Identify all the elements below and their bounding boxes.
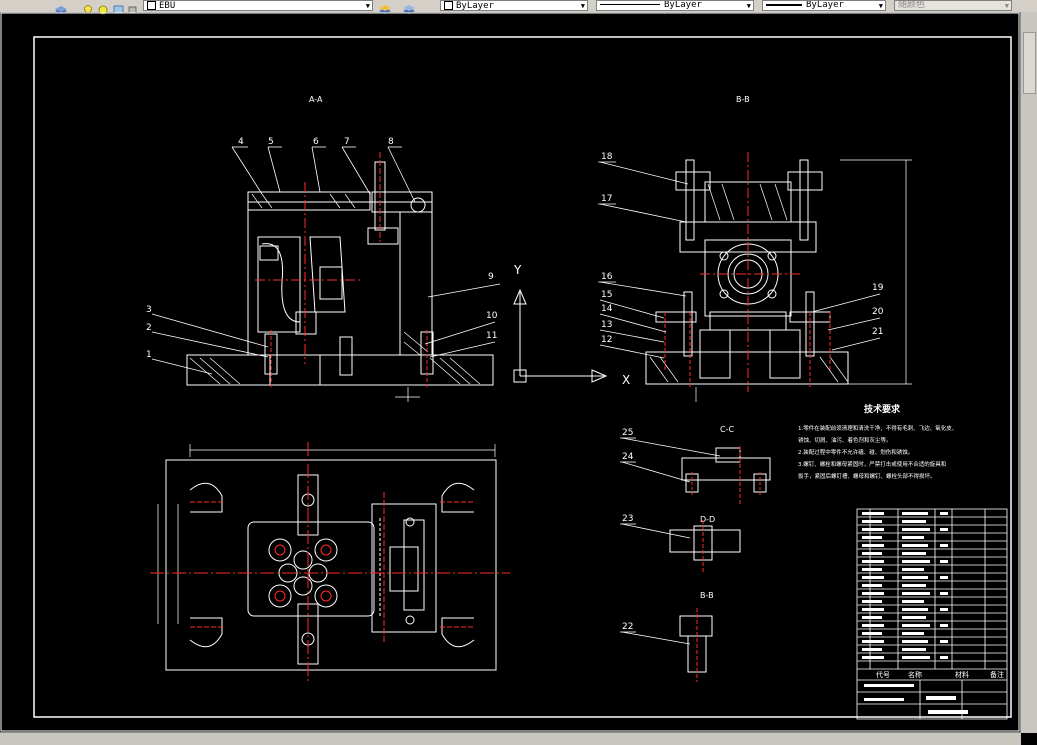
balloon-25: 25 bbox=[622, 428, 633, 438]
chevron-down-icon[interactable]: ▼ bbox=[746, 2, 751, 10]
ucs-icon: Y X bbox=[513, 263, 630, 387]
top-clamp-plate bbox=[247, 191, 371, 211]
balloon-22: 22 bbox=[622, 622, 633, 632]
lineweight-value: ByLayer bbox=[806, 0, 844, 10]
balloon-2: 2 bbox=[146, 323, 152, 333]
layer-on-icon[interactable] bbox=[82, 0, 96, 13]
balloons-lower: 25 24 23 22 bbox=[620, 428, 721, 645]
hinge-pin bbox=[410, 197, 426, 213]
tech-req-line-3: 2.装配过程中零件不允许磕、碰、划伤和锈蚀。 bbox=[798, 448, 913, 456]
balloon-5: 5 bbox=[268, 137, 274, 147]
view-label-aa: A-A bbox=[309, 95, 323, 104]
balloon-21: 21 bbox=[872, 327, 883, 337]
balloon-17: 17 bbox=[601, 194, 612, 204]
parts-list: 代号 名称 材料 备注 bbox=[856, 508, 1008, 720]
view-section-cc: C-C bbox=[681, 425, 771, 504]
ucs-x-label: X bbox=[622, 373, 630, 387]
parts-list-fill bbox=[862, 512, 968, 714]
view-label-cc: C-C bbox=[720, 425, 734, 434]
view-section-bb-small: B-B bbox=[679, 591, 714, 682]
balloon-3: 3 bbox=[146, 305, 152, 315]
balloon-12: 12 bbox=[601, 335, 612, 345]
chevron-down-icon[interactable]: ▼ bbox=[365, 2, 370, 10]
parts-col-code: 代号 bbox=[876, 670, 890, 679]
layer-lock-icon[interactable] bbox=[112, 0, 126, 14]
balloon-11: 11 bbox=[486, 331, 497, 341]
layer-manager-icon[interactable] bbox=[54, 0, 68, 14]
lineweight-sample bbox=[766, 3, 802, 6]
vertical-scroll-thumb[interactable] bbox=[1023, 32, 1036, 94]
tech-req-line-4: 3.螺钉、螺栓和螺母紧固时，严禁打击或使用不合适的旋具和 bbox=[798, 460, 946, 468]
balloon-15: 15 bbox=[601, 290, 612, 300]
make-layer-current-icon[interactable] bbox=[378, 0, 392, 14]
side-block bbox=[399, 211, 433, 356]
view-section-aa: A-A bbox=[186, 95, 494, 402]
layer-name: EBU bbox=[159, 1, 176, 11]
balloon-14: 14 bbox=[601, 304, 613, 314]
cad-drawing: A-A 4 bbox=[0, 12, 1020, 732]
tech-req-title: 技术要求 bbox=[864, 403, 901, 415]
linetype-combo[interactable]: ByLayer ▼ bbox=[596, 0, 754, 11]
layer-plot-icon[interactable] bbox=[126, 0, 140, 14]
balloon-18: 18 bbox=[601, 152, 613, 162]
color-swatch bbox=[444, 1, 453, 10]
ucs-y-label: Y bbox=[513, 263, 522, 277]
tech-req-line-2: 锈蚀、切屑、油污、着色剂和灰尘等。 bbox=[798, 436, 892, 444]
drawing-canvas[interactable]: A-A 4 bbox=[0, 12, 1021, 733]
plotstyle-value: 随颜色 bbox=[898, 0, 926, 10]
fixture-body-plan bbox=[247, 521, 375, 617]
layer-previous-icon[interactable] bbox=[402, 0, 416, 14]
tech-req-line-1: 1.零件在装配前须清理和清洗干净，不得有毛刺、飞边、氧化皮、 bbox=[798, 424, 957, 432]
view-label-bb: B-B bbox=[736, 95, 750, 104]
technical-requirements: 技术要求 1.零件在装配前须清理和清洗干净，不得有毛刺、飞边、氧化皮、 锈蚀、切… bbox=[798, 403, 957, 480]
balloon-10: 10 bbox=[486, 311, 498, 321]
balloon-16: 16 bbox=[601, 272, 613, 282]
horizontal-scrollbar[interactable] bbox=[0, 732, 1021, 745]
vertical-scrollbar[interactable] bbox=[1020, 12, 1037, 733]
balloon-1: 1 bbox=[146, 350, 152, 360]
view-section-dd: D-D bbox=[669, 515, 741, 572]
balloon-13: 13 bbox=[601, 320, 612, 330]
sheet-border bbox=[0, 12, 1020, 732]
linetype-sample bbox=[600, 4, 660, 5]
balloon-20: 20 bbox=[872, 307, 884, 317]
balloon-4: 4 bbox=[238, 137, 244, 147]
balloons-aa: 4 5 6 7 8 9 10 11 3 2 1 bbox=[146, 137, 501, 375]
layer-combo[interactable]: EBU ▼ bbox=[143, 0, 373, 11]
balloon-23: 23 bbox=[622, 514, 633, 524]
balloon-8: 8 bbox=[388, 137, 394, 147]
drawing-frame bbox=[33, 36, 1012, 718]
view-section-bb: B-B bbox=[645, 95, 912, 402]
balloon-19: 19 bbox=[872, 283, 884, 293]
balloon-9: 9 bbox=[488, 272, 494, 282]
layer-freeze-icon[interactable] bbox=[96, 0, 110, 15]
color-combo[interactable]: ByLayer ▼ bbox=[440, 0, 588, 11]
view-label-bb-small: B-B bbox=[700, 591, 714, 600]
tech-req-line-5: 扳手，紧固后螺钉槽、螺母和螺钉、螺栓头部不得损坏。 bbox=[798, 472, 936, 480]
chevron-down-icon[interactable]: ▼ bbox=[580, 2, 585, 10]
plotstyle-combo: 随颜色 ▼ bbox=[894, 0, 1012, 11]
lineweight-combo[interactable]: ByLayer ▼ bbox=[762, 0, 886, 11]
balloons-bb: 18 17 16 15 14 13 12 19 20 21 bbox=[598, 152, 884, 359]
base-plan bbox=[165, 459, 497, 671]
parts-col-remark: 备注 bbox=[990, 670, 1004, 679]
chevron-down-icon: ▼ bbox=[1004, 2, 1009, 10]
view-label-dd: D-D bbox=[700, 515, 715, 524]
parts-col-name: 名称 bbox=[908, 670, 922, 679]
layer-color-swatch bbox=[147, 1, 156, 10]
parts-col-material: 材料 bbox=[955, 670, 969, 679]
base-plate-bb bbox=[645, 351, 849, 385]
color-value: ByLayer bbox=[456, 1, 494, 11]
chevron-down-icon[interactable]: ▼ bbox=[878, 2, 883, 10]
balloon-6: 6 bbox=[313, 137, 319, 147]
linetype-value: ByLayer bbox=[664, 0, 702, 10]
balloon-7: 7 bbox=[344, 137, 350, 147]
balloon-24: 24 bbox=[622, 452, 634, 462]
view-plan bbox=[150, 442, 510, 682]
